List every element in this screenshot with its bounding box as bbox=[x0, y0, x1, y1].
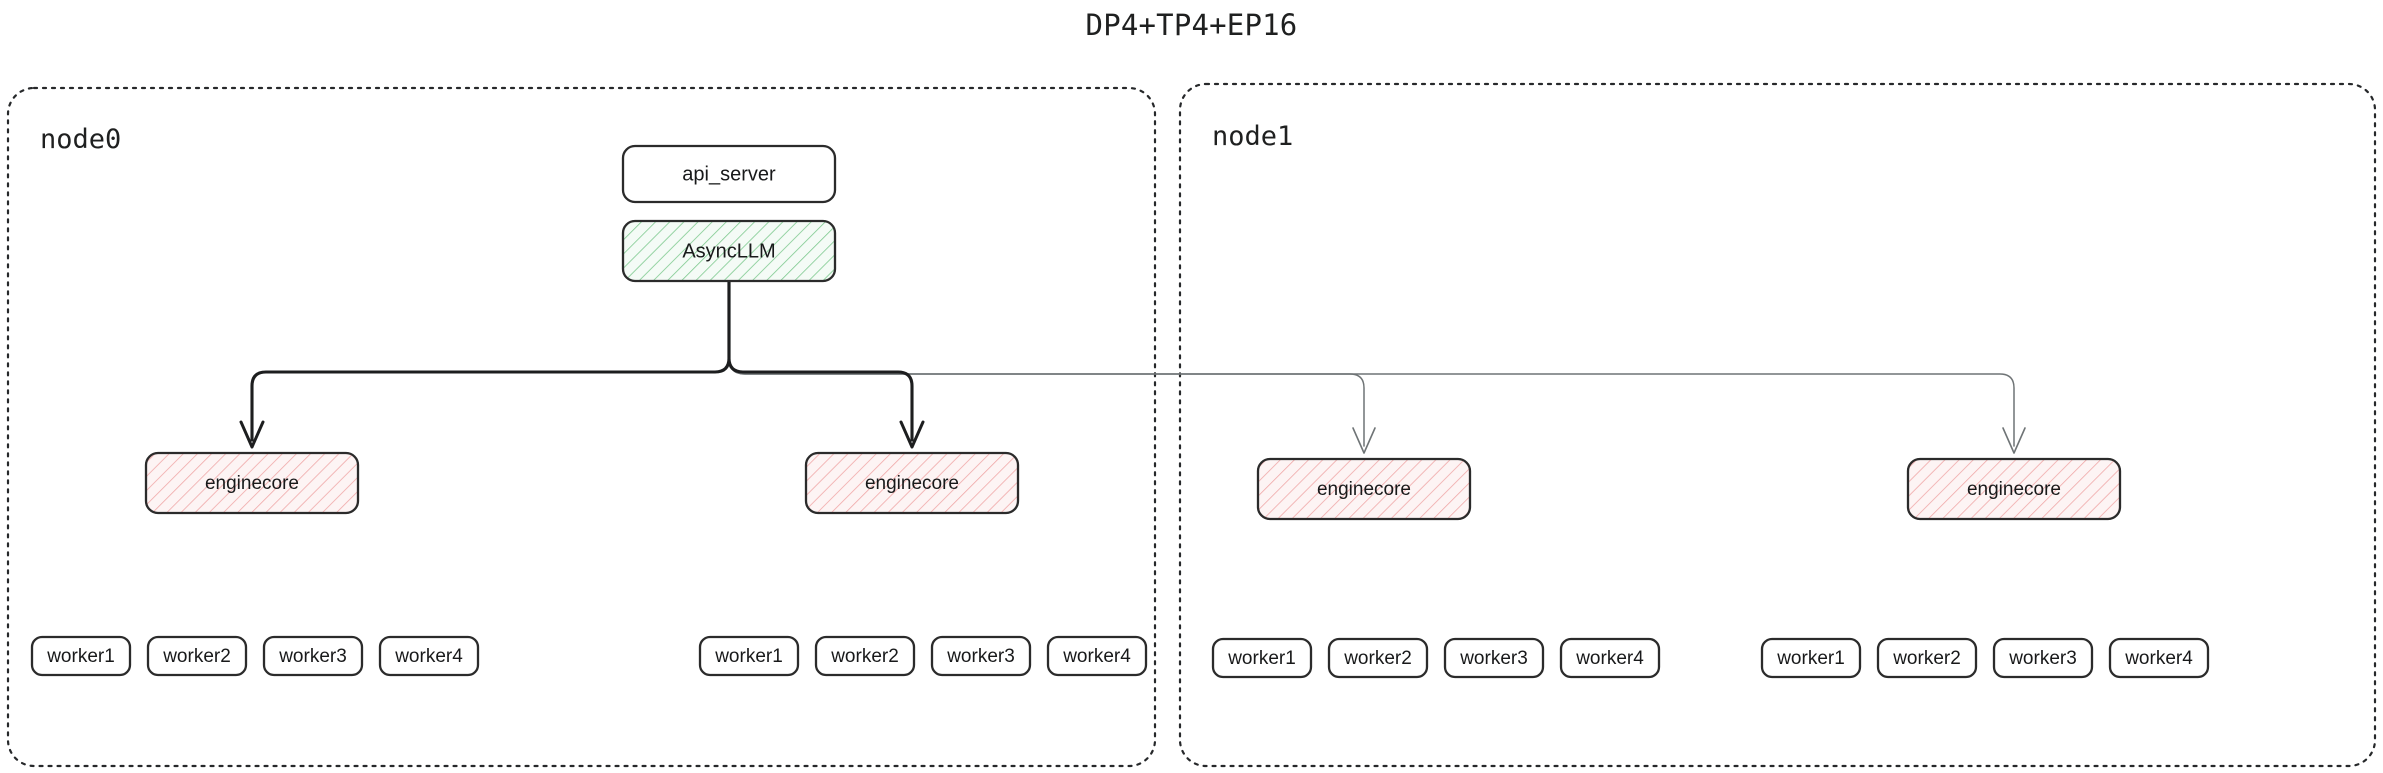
node-worker[interactable]: worker2 bbox=[814, 635, 916, 677]
node-worker-rect[interactable] bbox=[378, 635, 480, 677]
node-enginecore-n1-a[interactable]: enginecore bbox=[1256, 457, 1472, 521]
node-worker[interactable]: worker4 bbox=[1559, 637, 1661, 679]
node-worker[interactable]: worker4 bbox=[1046, 635, 1148, 677]
node-enginecore-n0-b[interactable]: enginecore bbox=[804, 451, 1020, 515]
worker-group-n0-b: worker1 worker2 worker3 worker4 bbox=[698, 635, 1148, 677]
edge-asyncllm-to-enginecore-n1-a bbox=[728, 280, 1365, 447]
node-worker[interactable]: worker2 bbox=[146, 635, 248, 677]
node-worker[interactable]: worker3 bbox=[930, 635, 1032, 677]
node-worker-label: worker4 bbox=[1062, 646, 1131, 667]
cluster-node1-label: node1 bbox=[1212, 121, 1293, 152]
node-worker-rect[interactable] bbox=[1443, 637, 1545, 679]
node-enginecore-n0-a-label: enginecore bbox=[205, 473, 299, 494]
arrowhead-n1-b-icon bbox=[2002, 427, 2026, 454]
node-enginecore-n1-a-rect[interactable] bbox=[1256, 457, 1472, 521]
node-worker[interactable]: worker4 bbox=[378, 635, 480, 677]
clusters-group: node0 node1 bbox=[6, 82, 2377, 768]
node-worker-label: worker3 bbox=[1459, 648, 1528, 669]
node-worker-rect[interactable] bbox=[1559, 637, 1661, 679]
node-worker-label: worker1 bbox=[46, 646, 115, 667]
node-worker[interactable]: worker2 bbox=[1327, 637, 1429, 679]
node-worker-rect[interactable] bbox=[1992, 637, 2094, 679]
node-enginecore-n0-a[interactable]: enginecore bbox=[144, 451, 360, 515]
node-api-server-rect[interactable] bbox=[621, 144, 837, 204]
cluster-node0-label: node0 bbox=[40, 124, 121, 155]
node-api-server[interactable]: api_server bbox=[621, 144, 837, 204]
node-worker-label: worker3 bbox=[2008, 648, 2077, 669]
node-worker-label: worker3 bbox=[278, 646, 347, 667]
worker-group-n1-a: worker1 worker2 worker3 worker4 bbox=[1211, 637, 1661, 679]
node-worker-label: worker4 bbox=[394, 646, 463, 667]
node-worker-label: worker3 bbox=[946, 646, 1015, 667]
node-worker-rect[interactable] bbox=[2108, 637, 2210, 679]
cluster-node1: node1 bbox=[1178, 82, 2377, 768]
node-enginecore-n0-b-rect[interactable] bbox=[804, 451, 1020, 515]
node-worker[interactable]: worker3 bbox=[262, 635, 364, 677]
node-worker-rect[interactable] bbox=[146, 635, 248, 677]
edge-asyncllm-to-enginecore-n0-b bbox=[727, 279, 914, 442]
node-worker-rect[interactable] bbox=[1327, 637, 1429, 679]
node-worker-label: worker4 bbox=[1575, 648, 1644, 669]
node-enginecore-n1-a-label: enginecore bbox=[1317, 479, 1411, 500]
node-worker-rect[interactable] bbox=[1046, 635, 1148, 677]
diagram-title: DP4+TP4+EP16 bbox=[1085, 8, 1298, 42]
edges-group bbox=[239, 279, 2026, 454]
node-worker-rect[interactable] bbox=[1876, 637, 1978, 679]
node-worker[interactable]: worker1 bbox=[698, 635, 800, 677]
node-worker[interactable]: worker3 bbox=[1992, 637, 2094, 679]
node-worker[interactable]: worker1 bbox=[30, 635, 132, 677]
node-async-llm-rect[interactable] bbox=[621, 219, 837, 283]
node-worker-rect[interactable] bbox=[814, 635, 916, 677]
node-worker-rect[interactable] bbox=[1211, 637, 1313, 679]
node-worker[interactable]: worker2 bbox=[1876, 637, 1978, 679]
nodes-group: api_server AsyncLLM enginecore enginecor… bbox=[30, 144, 2210, 679]
node-enginecore-n1-b-rect[interactable] bbox=[1906, 457, 2122, 521]
node-worker-label: worker1 bbox=[714, 646, 783, 667]
node-worker[interactable]: worker4 bbox=[2108, 637, 2210, 679]
node-worker[interactable]: worker1 bbox=[1760, 637, 1862, 679]
cluster-node0-border bbox=[6, 86, 1157, 768]
node-worker-label: worker4 bbox=[2124, 648, 2193, 669]
arrowhead-n0-b-icon bbox=[899, 420, 925, 449]
node-api-server-label: api_server bbox=[682, 163, 776, 185]
cluster-node0: node0 bbox=[6, 86, 1157, 768]
node-worker-rect[interactable] bbox=[1760, 637, 1862, 679]
node-async-llm-label: AsyncLLM bbox=[682, 240, 775, 262]
node-worker-label: worker2 bbox=[1892, 648, 1961, 669]
node-worker-label: worker2 bbox=[1343, 648, 1412, 669]
node-worker-rect[interactable] bbox=[698, 635, 800, 677]
node-worker[interactable]: worker1 bbox=[1211, 637, 1313, 679]
node-worker[interactable]: worker3 bbox=[1443, 637, 1545, 679]
worker-group-n1-b: worker1 worker2 worker3 worker4 bbox=[1760, 637, 2210, 679]
node-enginecore-n1-b[interactable]: enginecore bbox=[1906, 457, 2122, 521]
arrowhead-n0-a-icon bbox=[239, 420, 265, 449]
edge-asyncllm-to-enginecore-n0-a bbox=[250, 279, 731, 442]
arrowhead-n1-a-icon bbox=[1352, 427, 1376, 454]
node-worker-rect[interactable] bbox=[30, 635, 132, 677]
node-enginecore-n0-a-rect[interactable] bbox=[144, 451, 360, 515]
node-worker-label: worker2 bbox=[162, 646, 231, 667]
worker-group-n0-a: worker1 worker2 worker3 worker4 bbox=[30, 635, 480, 677]
node-worker-label: worker1 bbox=[1776, 648, 1845, 669]
node-enginecore-n0-b-label: enginecore bbox=[865, 473, 959, 494]
node-async-llm[interactable]: AsyncLLM bbox=[621, 219, 837, 283]
node-worker-rect[interactable] bbox=[930, 635, 1032, 677]
node-worker-label: worker2 bbox=[830, 646, 899, 667]
node-worker-rect[interactable] bbox=[262, 635, 364, 677]
node-enginecore-n1-b-label: enginecore bbox=[1967, 479, 2061, 500]
node-worker-label: worker1 bbox=[1227, 648, 1296, 669]
